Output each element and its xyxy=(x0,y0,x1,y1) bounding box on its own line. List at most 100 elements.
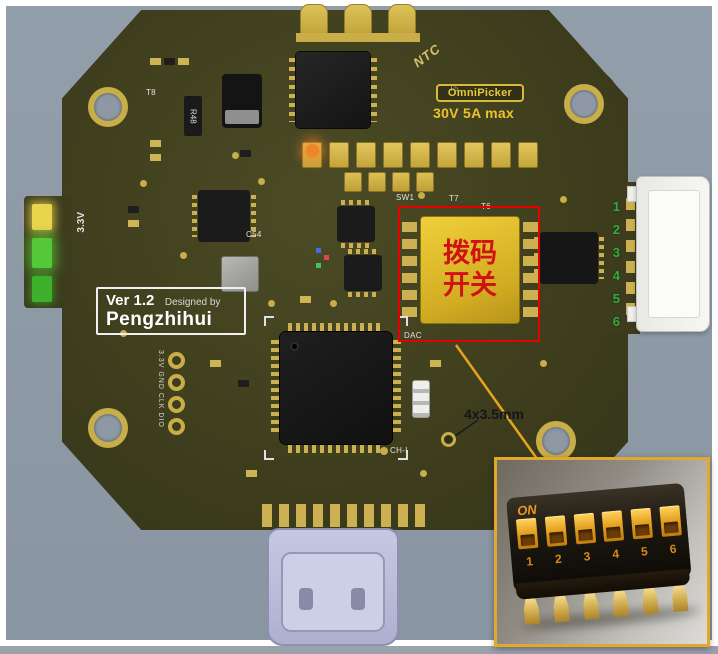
gold-pad-hole xyxy=(168,418,185,435)
pin-number: 1 xyxy=(612,199,620,214)
silkscreen-corner-mark xyxy=(264,450,274,460)
dip-switch: ON KE 1 2 3 4 5 6 xyxy=(505,468,703,634)
mcu-pins xyxy=(393,340,401,436)
connector-opening xyxy=(648,190,700,318)
switch-number: 4 xyxy=(611,546,620,562)
switch-on-label: ON xyxy=(516,501,538,519)
status-leds xyxy=(316,248,321,253)
rating-label: 30V 5A max xyxy=(433,105,515,121)
switch-slider xyxy=(630,507,654,540)
bottom-frame-strip xyxy=(0,646,718,654)
dip-switch-component: 拨码 开关 xyxy=(420,216,520,324)
switch-number: 1 xyxy=(525,554,534,569)
designed-by-label: Designed by xyxy=(164,297,221,308)
switch-slider xyxy=(573,512,596,545)
smd-passives xyxy=(0,0,11,7)
capacitor-row xyxy=(344,172,434,192)
dip-switch-highlight-box xyxy=(398,206,540,342)
switch-pin xyxy=(671,585,688,612)
mcu-pins xyxy=(288,323,384,331)
ic-chip xyxy=(534,232,604,284)
dip-switch-inset-photo: ON KE 1 2 3 4 5 6 xyxy=(494,457,710,647)
slider-slot xyxy=(520,534,536,547)
mounting-hole xyxy=(88,408,128,448)
switch-slider xyxy=(544,515,568,547)
switch-slider xyxy=(515,517,539,550)
ic-chip xyxy=(289,52,377,128)
mcu-pins xyxy=(271,340,279,436)
pin-number: 2 xyxy=(612,222,620,237)
silkscreen-corner-mark xyxy=(398,316,408,326)
mounting-hole xyxy=(564,84,604,124)
capacitor xyxy=(356,142,376,168)
slider-slot xyxy=(635,523,650,537)
connector-pin-numbers: 1 2 3 4 5 6 xyxy=(604,200,620,328)
silkscreen-rail-labels: 3.3V GND CLK DIO xyxy=(157,350,164,428)
mounting-hole xyxy=(88,87,128,127)
capacitor xyxy=(383,142,403,168)
version-line: Ver 1.2 Designed by xyxy=(106,292,236,310)
mcu-pins xyxy=(288,445,384,453)
capacitor xyxy=(329,142,349,168)
silkscreen-ch1: CH-I xyxy=(390,446,408,455)
ch1-pad xyxy=(380,447,388,455)
switch-number: 2 xyxy=(554,551,563,567)
ic-chip xyxy=(344,249,382,297)
silkscreen-sw1: SW1 xyxy=(396,193,415,202)
metal-component xyxy=(221,256,259,292)
silkscreen-corner-mark xyxy=(398,450,408,460)
gold-pad-hole xyxy=(168,396,185,413)
switch-pin xyxy=(523,598,540,625)
switch-slider xyxy=(659,505,682,537)
silkscreen-r48: R48 xyxy=(188,108,198,124)
switch-number: 3 xyxy=(583,549,591,564)
capacitor xyxy=(518,142,538,168)
usb-c-slot xyxy=(351,588,365,610)
silkscreen-t8: T8 xyxy=(146,88,156,97)
green-led xyxy=(32,238,52,268)
capacitor xyxy=(410,142,430,168)
switch-number: 6 xyxy=(669,541,678,557)
electrolytic-capacitor xyxy=(222,74,262,128)
capacitor xyxy=(464,142,484,168)
dip-label-line2: 开关 xyxy=(443,270,497,300)
switch-slider xyxy=(601,510,625,542)
mcu-chip xyxy=(280,332,392,444)
pin-number: 6 xyxy=(612,314,620,329)
silkscreen-c54: C54 xyxy=(246,230,262,239)
version-label: Ver 1.2 xyxy=(106,292,155,309)
top-gold-pad xyxy=(344,4,372,34)
pin-number: 5 xyxy=(612,291,620,306)
gold-pad-hole xyxy=(168,352,185,369)
slider-slot xyxy=(577,528,593,542)
dimension-target-hole xyxy=(441,432,456,447)
usb-c-shell xyxy=(281,552,385,632)
switch-pin xyxy=(642,588,659,615)
slider-slot xyxy=(548,531,564,544)
crystal-component xyxy=(412,380,430,418)
dip-label-line1: 拨码 xyxy=(443,238,497,269)
top-gold-pad xyxy=(300,4,328,34)
bottom-gold-pads xyxy=(262,504,432,527)
capacitor-row xyxy=(302,142,538,168)
resistor-r48: R48 xyxy=(184,96,202,136)
ic-chip xyxy=(192,190,256,242)
capacitor xyxy=(416,172,434,192)
top-gold-pad xyxy=(388,4,416,34)
pin-number: 4 xyxy=(612,268,620,283)
mounting-hole xyxy=(536,421,576,461)
switch-number: 5 xyxy=(640,544,649,559)
silkscreen-t7: T7 xyxy=(449,194,459,203)
top-gold-strip xyxy=(296,33,420,42)
usb-c-slot xyxy=(299,588,313,610)
switch-pin xyxy=(553,595,570,622)
silkscreen-t5: T5 xyxy=(449,84,459,93)
dip-pads-left xyxy=(402,222,417,320)
capacitor xyxy=(392,172,410,192)
pin-number: 3 xyxy=(612,245,620,260)
silkscreen-dac: DAC xyxy=(404,331,422,340)
capacitor xyxy=(344,172,362,192)
capacitor xyxy=(368,172,386,192)
switch-pin xyxy=(612,590,629,617)
